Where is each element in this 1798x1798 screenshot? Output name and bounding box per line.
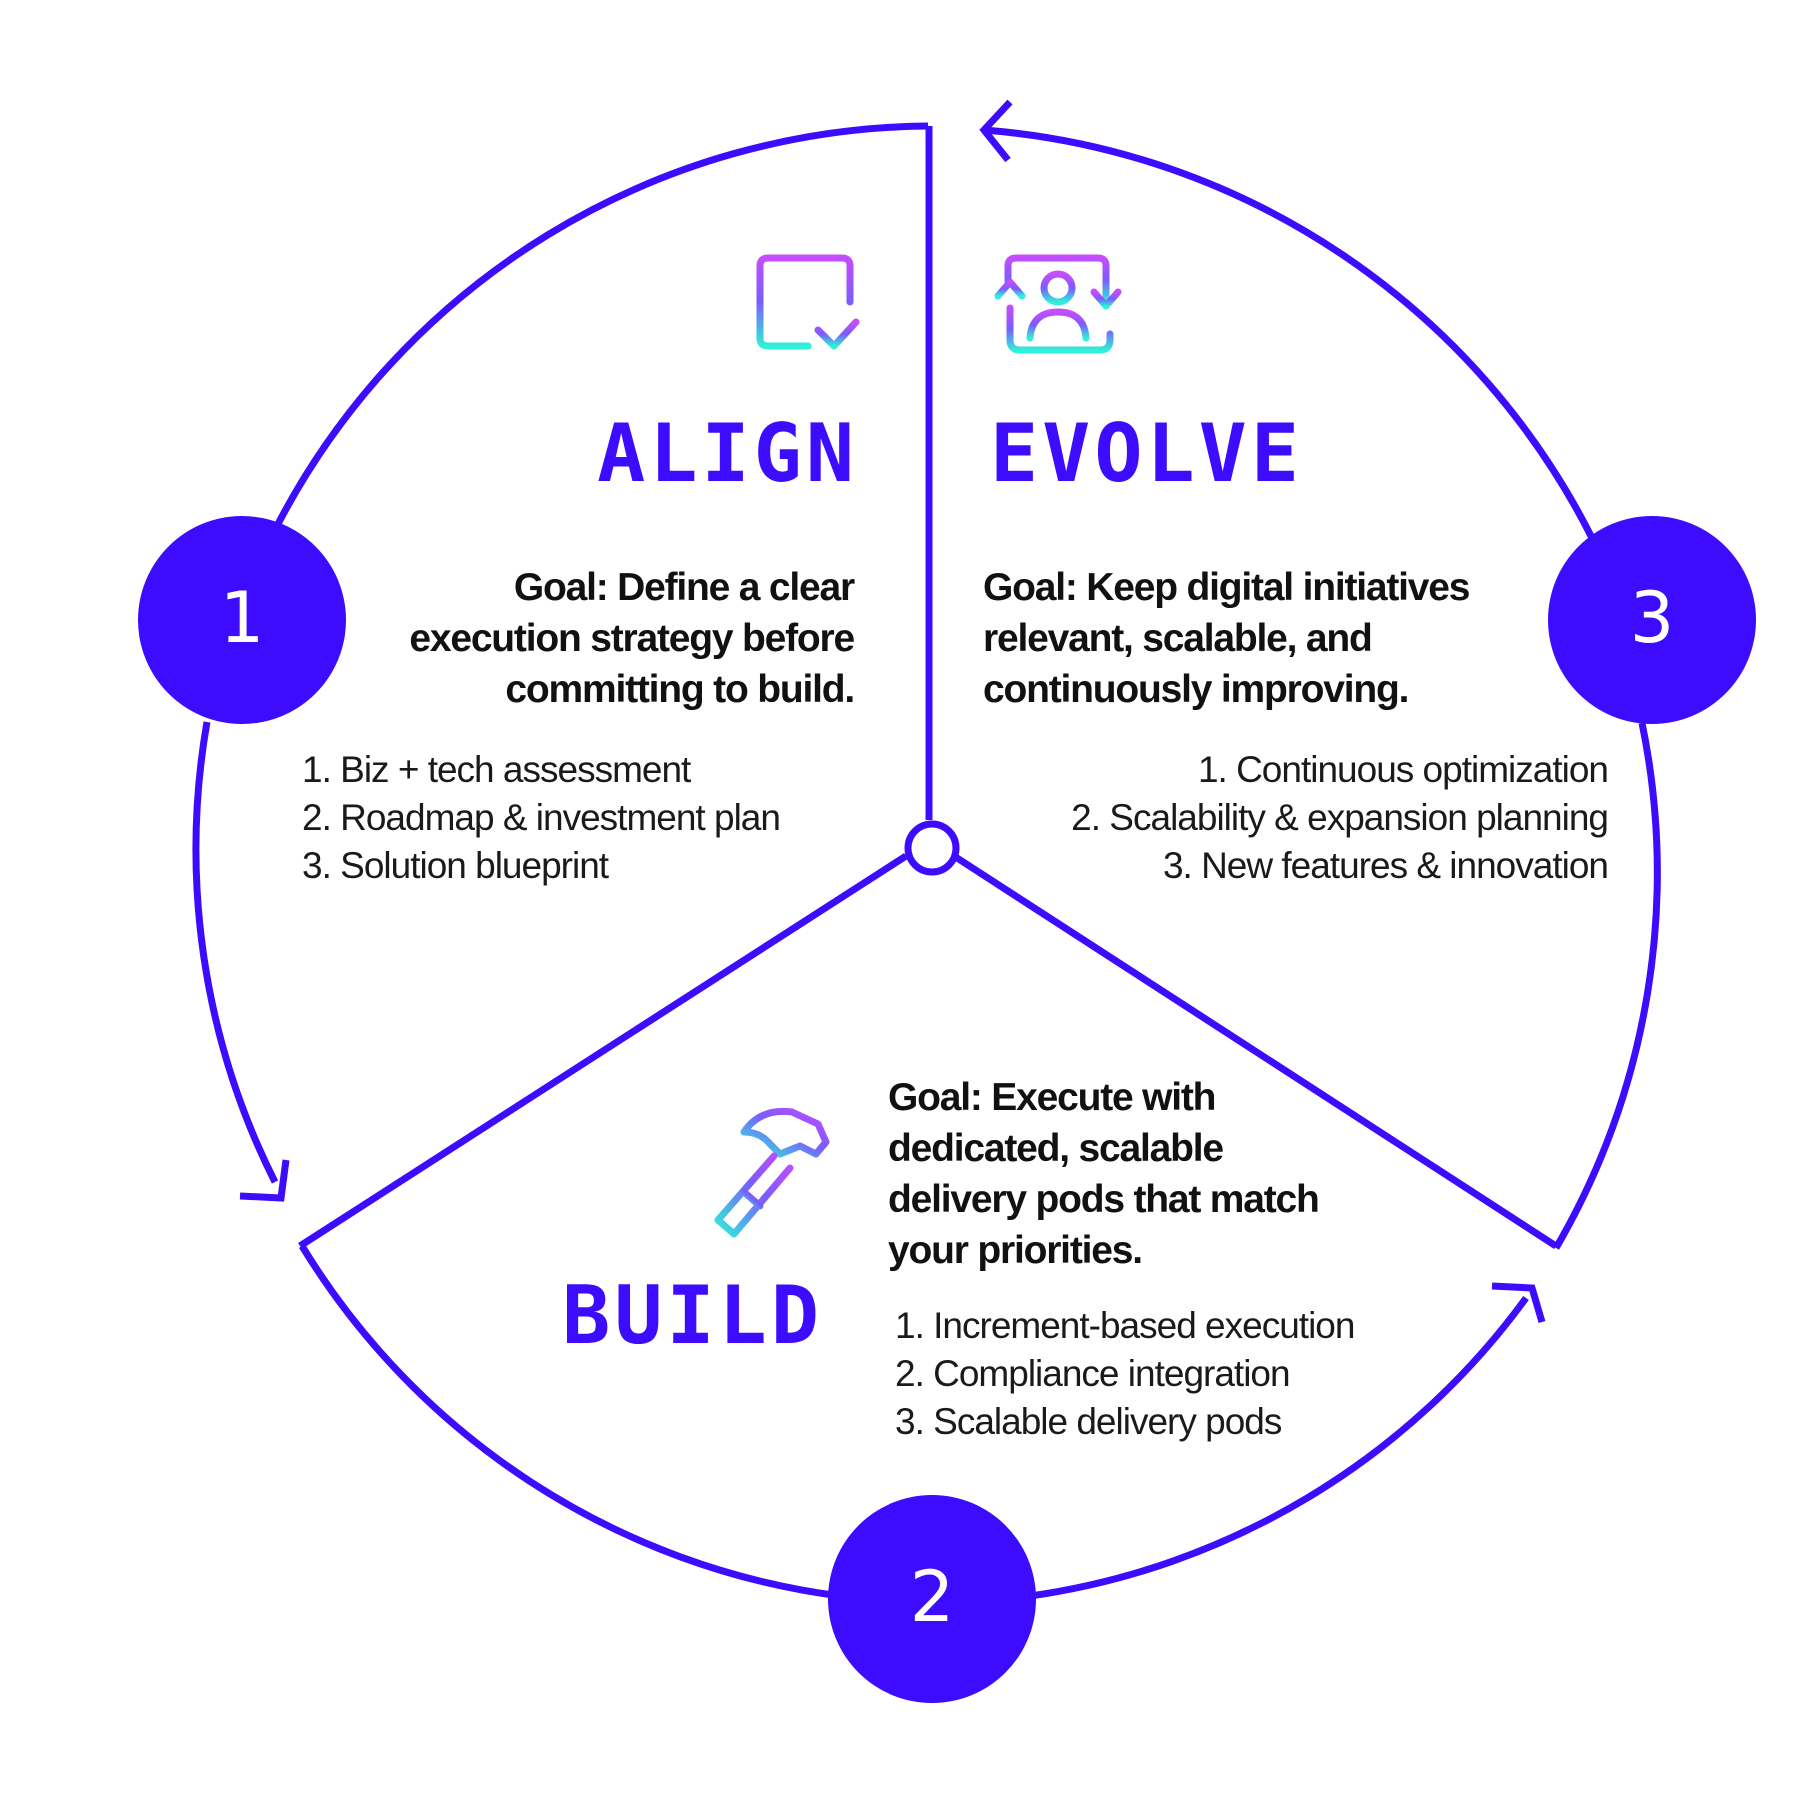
stage-badge-3 — [1548, 516, 1756, 724]
cycle-arc-evolve-lower — [1552, 722, 1661, 1250]
goal-align: Goal: Define a clear execution strategy … — [294, 562, 855, 715]
user-refresh-icon — [994, 254, 1122, 354]
goal-line: committing to build. — [505, 668, 855, 711]
list-item: 2. Compliance integration — [895, 1353, 1291, 1394]
list-item: 2. Scalability & expansion planning — [1071, 797, 1609, 838]
stage-badge-1 — [138, 516, 346, 724]
goal-evolve: Goal: Keep digital initiatives relevant,… — [983, 562, 1543, 715]
list-item: 3. New features & innovation — [1162, 845, 1609, 886]
stage-number-3: 3 — [1629, 577, 1675, 659]
list-item: 1. Biz + tech assessment — [302, 749, 691, 790]
steps-build: 1. Increment-based execution 2. Complian… — [895, 1302, 1355, 1446]
arrowhead-top — [979, 99, 1013, 163]
cycle-arc-build — [299, 1244, 841, 1600]
steps-evolve: 1. Continuous optimization 2. Scalabilit… — [1071, 746, 1609, 890]
list-item: 1. Increment-based execution — [895, 1305, 1355, 1346]
divider-build-right — [952, 853, 1558, 1249]
stage-number-1: 1 — [219, 577, 265, 659]
cycle-arc-align — [274, 122, 929, 526]
divider-build-left — [298, 853, 908, 1249]
stage-badge-2 — [828, 1495, 1036, 1703]
cycle-arc-align-lower — [192, 721, 279, 1184]
document-check-icon — [756, 254, 860, 350]
goal-line: continuously improving. — [983, 668, 1409, 711]
goal-line: Goal: Keep digital initiatives — [983, 566, 1470, 609]
hammer-icon — [714, 1107, 830, 1238]
goal-line: delivery pods that match — [888, 1178, 1320, 1221]
goal-line: Goal: Define a clear — [513, 566, 855, 609]
arrowhead-left — [239, 1159, 290, 1202]
stage-title-align: ALIGN — [597, 407, 858, 500]
cycle-arc-build-right — [1029, 1295, 1529, 1600]
arrowhead-right — [1491, 1282, 1546, 1323]
goal-line: relevant, scalable, and — [983, 617, 1373, 660]
list-item: 2. Roadmap & investment plan — [302, 797, 781, 838]
list-item: 1. Continuous optimization — [1197, 749, 1609, 790]
goal-build: Goal: Execute with dedicated, scalable d… — [888, 1072, 1408, 1276]
goal-line: dedicated, scalable — [888, 1127, 1224, 1170]
goal-line: execution strategy before — [409, 617, 855, 660]
cycle-arc-evolve — [983, 126, 1596, 540]
goal-line: Goal: Execute with — [888, 1076, 1217, 1119]
stage-title-build: BUILD — [562, 1269, 823, 1362]
steps-align: 1. Biz + tech assessment 2. Roadmap & in… — [302, 746, 781, 890]
stage-title-evolve: EVOLVE — [990, 407, 1303, 500]
list-item: 3. Solution blueprint — [302, 845, 609, 886]
center-node — [904, 820, 960, 876]
list-item: 3. Scalable delivery pods — [895, 1401, 1282, 1442]
goal-line: your priorities. — [888, 1229, 1143, 1272]
stage-number-2: 2 — [909, 1556, 955, 1638]
